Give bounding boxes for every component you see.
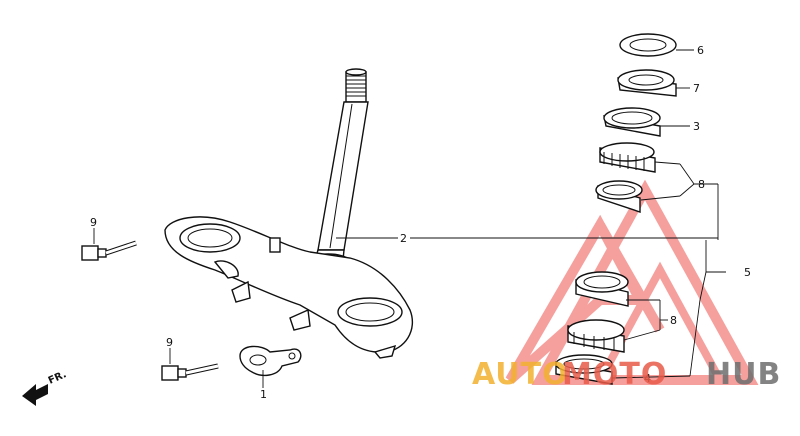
callout-3: 3 — [693, 120, 700, 133]
lower-triple-clamp — [164, 216, 414, 359]
svg-text:AUTO: AUTO — [472, 357, 569, 392]
callout-9-lower: 9 — [166, 336, 173, 349]
dust-seal — [603, 107, 661, 137]
bolt-lower — [161, 363, 219, 381]
callout-4: 4 — [644, 372, 651, 385]
callout-1: 1 — [260, 388, 267, 401]
svg-text:HUB: HUB — [706, 357, 781, 392]
lower-dust-seal — [555, 354, 613, 385]
front-direction-arrow: FR. — [22, 369, 68, 406]
watermark-text: AUTO MOTO HUB — [472, 357, 781, 392]
lower-outer-race — [575, 271, 629, 307]
callout-5: 5 — [744, 266, 751, 279]
callout-7: 7 — [693, 82, 700, 95]
lower-bearing — [567, 319, 625, 353]
callout-9-upper: 9 — [90, 216, 97, 229]
hose-clamp — [239, 345, 302, 377]
svg-text:MOTO: MOTO — [562, 357, 667, 392]
lock-nut — [617, 69, 677, 97]
svg-text:FR.: FR. — [47, 369, 68, 387]
upper-outer-race — [595, 180, 643, 213]
bolt-upper — [81, 240, 137, 261]
steering-stem — [305, 68, 369, 271]
callout-2: 2 — [400, 232, 407, 245]
callout-6: 6 — [697, 44, 704, 57]
callout-8-upper: 8 — [698, 178, 705, 191]
leader-lines — [93, 49, 726, 388]
lock-washer — [619, 33, 677, 57]
watermark-logo — [505, 179, 759, 385]
upper-bearing — [599, 142, 656, 173]
callout-8-lower: 8 — [670, 314, 677, 327]
